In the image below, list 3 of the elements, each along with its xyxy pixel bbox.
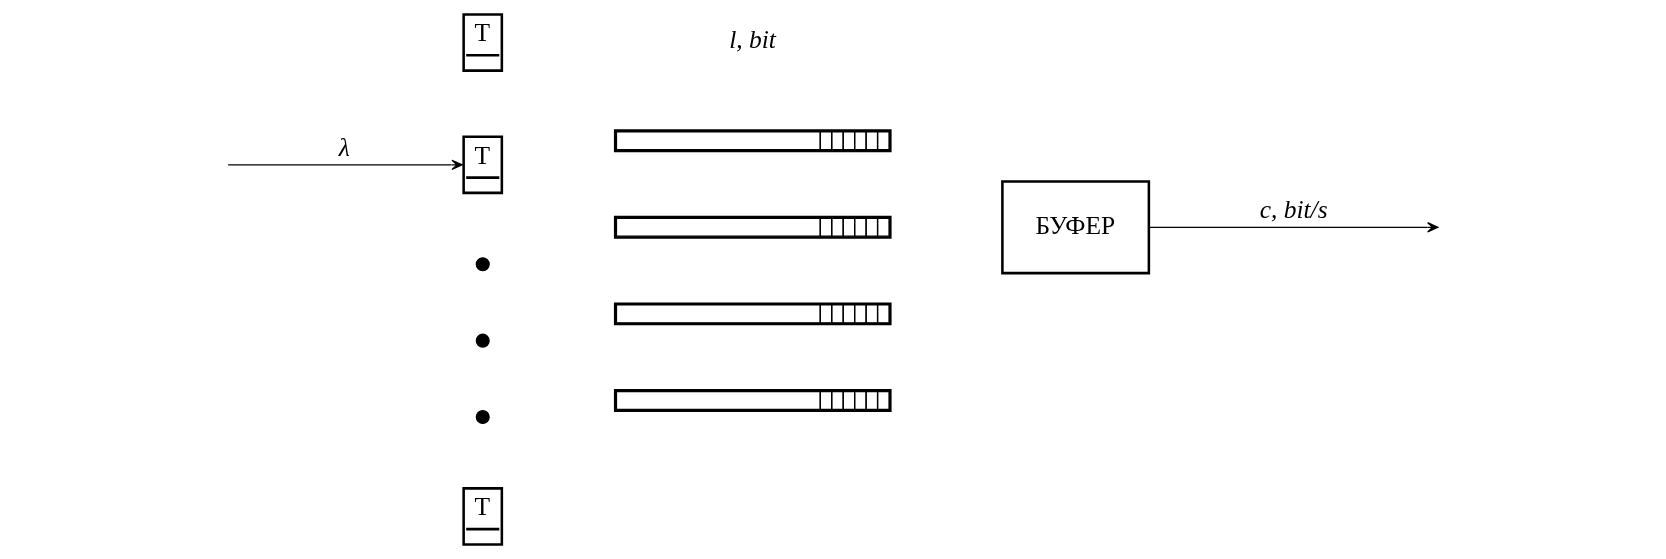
edge-label: c, bit/s [1259,195,1328,225]
label: l, bit [729,24,776,54]
edge-label: λ [338,132,350,162]
